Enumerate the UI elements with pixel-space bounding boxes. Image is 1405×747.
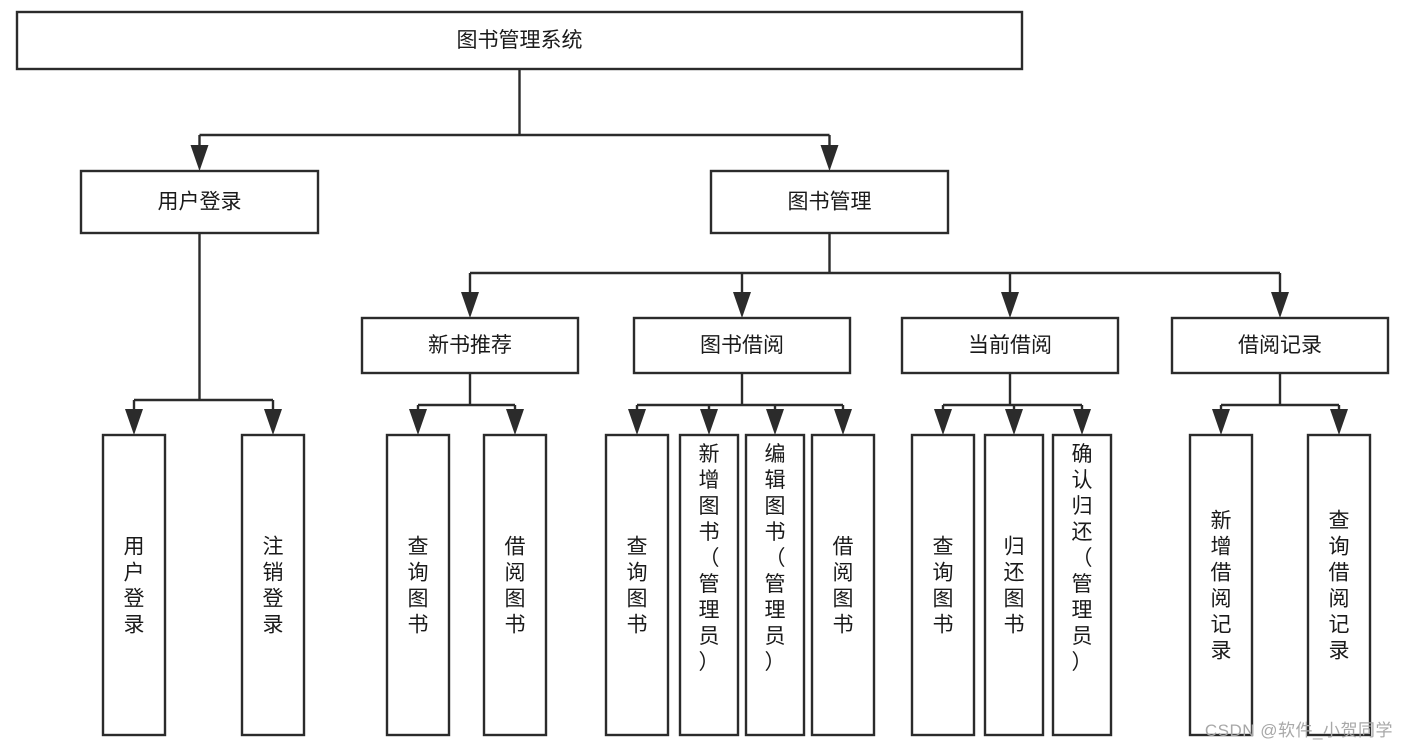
- node-label-new-book-recommend: 新书推荐: [428, 334, 512, 357]
- arrow-head-icon: [1271, 292, 1289, 318]
- node-label-user-login: 用户登录: [158, 191, 242, 214]
- node-book-management[interactable]: 图书管理: [709, 169, 950, 235]
- edge-group-user-login: [125, 233, 282, 435]
- node-leaf-logout[interactable]: 注销登录: [240, 433, 306, 737]
- arrow-head-icon: [190, 145, 209, 171]
- node-label-leaf-add-book-admin: 新增图书（管理员）: [699, 443, 720, 674]
- edge-group-borrow-record: [1212, 373, 1348, 435]
- edge-group-current-borrow: [934, 373, 1091, 435]
- node-label-leaf-query-borrow-record: 查询借阅记录: [1329, 509, 1350, 662]
- node-leaf-borrow-book[interactable]: 借阅图书: [810, 433, 876, 737]
- arrow-head-icon: [1212, 409, 1230, 435]
- arrow-head-icon: [264, 409, 282, 435]
- node-label-leaf-borrow-book-recommend: 借阅图书: [505, 535, 526, 636]
- node-box-new-book-recommend[interactable]: [360, 316, 580, 375]
- arrow-head-icon: [461, 292, 479, 318]
- node-leaf-query-book-recommend[interactable]: 查询图书: [385, 433, 451, 737]
- node-label-leaf-query-book-recommend: 查询图书: [408, 535, 429, 636]
- node-label-leaf-user-login: 用户登录: [124, 535, 145, 636]
- node-box-leaf-query-book-borrow[interactable]: [604, 433, 670, 737]
- node-label-leaf-borrow-book: 借阅图书: [833, 535, 854, 636]
- nodes-layer: 图书管理系统用户登录图书管理新书推荐图书借阅当前借阅借阅记录用户登录注销登录查询…: [15, 10, 1390, 737]
- node-label-leaf-query-book-borrow: 查询图书: [627, 535, 648, 636]
- arrow-head-icon: [934, 409, 952, 435]
- watermark-label: CSDN @软件_小贺同学: [1204, 721, 1393, 740]
- node-box-leaf-borrow-book-recommend[interactable]: [482, 433, 548, 737]
- node-borrow-record[interactable]: 借阅记录: [1170, 316, 1390, 375]
- node-leaf-user-login[interactable]: 用户登录: [101, 433, 167, 737]
- node-box-leaf-query-book-recommend[interactable]: [385, 433, 451, 737]
- arrow-head-icon: [1005, 409, 1023, 435]
- node-box-leaf-borrow-book[interactable]: [810, 433, 876, 737]
- node-label-leaf-edit-book-admin: 编辑图书（管理员）: [765, 443, 786, 674]
- node-label-book-borrow: 图书借阅: [700, 334, 784, 357]
- arrow-head-icon: [700, 409, 718, 435]
- node-leaf-query-book-borrow[interactable]: 查询图书: [604, 433, 670, 737]
- node-root[interactable]: 图书管理系统: [15, 10, 1024, 71]
- node-box-user-login[interactable]: [79, 169, 320, 235]
- node-box-root[interactable]: [15, 10, 1024, 71]
- node-box-leaf-confirm-return-admin[interactable]: [1051, 433, 1113, 737]
- node-box-leaf-query-book-current[interactable]: [910, 433, 976, 737]
- arrow-head-icon: [733, 292, 751, 318]
- node-leaf-borrow-book-recommend[interactable]: 借阅图书: [482, 433, 548, 737]
- node-box-leaf-user-login[interactable]: [101, 433, 167, 737]
- node-box-book-borrow[interactable]: [632, 316, 852, 375]
- arrow-head-icon: [1330, 409, 1348, 435]
- node-box-leaf-add-borrow-record[interactable]: [1188, 433, 1254, 737]
- edge-group-root: [190, 69, 839, 171]
- node-box-leaf-add-book-admin[interactable]: [678, 433, 740, 737]
- node-book-borrow[interactable]: 图书借阅: [632, 316, 852, 375]
- node-label-leaf-confirm-return-admin: 确认归还（管理员）: [1072, 443, 1093, 674]
- node-leaf-add-book-admin[interactable]: 新增图书（管理员）: [678, 433, 740, 737]
- arrow-head-icon: [125, 409, 143, 435]
- arrow-head-icon: [1001, 292, 1019, 318]
- edge-group-new-book-recommend: [409, 373, 524, 435]
- arrow-head-icon: [766, 409, 784, 435]
- node-box-borrow-record[interactable]: [1170, 316, 1390, 375]
- node-label-leaf-query-book-current: 查询图书: [933, 535, 954, 636]
- node-current-borrow[interactable]: 当前借阅: [900, 316, 1120, 375]
- node-leaf-return-book[interactable]: 归还图书: [983, 433, 1045, 737]
- node-new-book-recommend[interactable]: 新书推荐: [360, 316, 580, 375]
- node-label-current-borrow: 当前借阅: [968, 334, 1052, 357]
- node-user-login[interactable]: 用户登录: [79, 169, 320, 235]
- node-box-leaf-query-borrow-record[interactable]: [1306, 433, 1372, 737]
- node-box-leaf-edit-book-admin[interactable]: [744, 433, 806, 737]
- arrow-head-icon: [820, 145, 839, 171]
- node-box-book-management[interactable]: [709, 169, 950, 235]
- arrow-head-icon: [409, 409, 427, 435]
- node-leaf-query-book-current[interactable]: 查询图书: [910, 433, 976, 737]
- node-leaf-add-borrow-record[interactable]: 新增借阅记录: [1188, 433, 1254, 737]
- node-leaf-edit-book-admin[interactable]: 编辑图书（管理员）: [744, 433, 806, 737]
- node-label-leaf-logout: 注销登录: [263, 535, 284, 636]
- node-box-current-borrow[interactable]: [900, 316, 1120, 375]
- node-label-borrow-record: 借阅记录: [1238, 334, 1322, 357]
- node-label-leaf-add-borrow-record: 新增借阅记录: [1211, 509, 1232, 662]
- node-leaf-confirm-return-admin[interactable]: 确认归还（管理员）: [1051, 433, 1113, 737]
- arrow-head-icon: [1073, 409, 1091, 435]
- edge-group-book-borrow: [628, 373, 852, 435]
- node-label-root: 图书管理系统: [457, 29, 583, 52]
- edges-layer: [125, 69, 1348, 435]
- arrow-head-icon: [506, 409, 524, 435]
- node-box-leaf-logout[interactable]: [240, 433, 306, 737]
- arrow-head-icon: [834, 409, 852, 435]
- edge-group-book-management: [461, 233, 1289, 318]
- node-box-leaf-return-book[interactable]: [983, 433, 1045, 737]
- node-label-book-management: 图书管理: [788, 191, 872, 214]
- node-label-leaf-return-book: 归还图书: [1004, 535, 1025, 636]
- arrow-head-icon: [628, 409, 646, 435]
- node-leaf-query-borrow-record[interactable]: 查询借阅记录: [1306, 433, 1372, 737]
